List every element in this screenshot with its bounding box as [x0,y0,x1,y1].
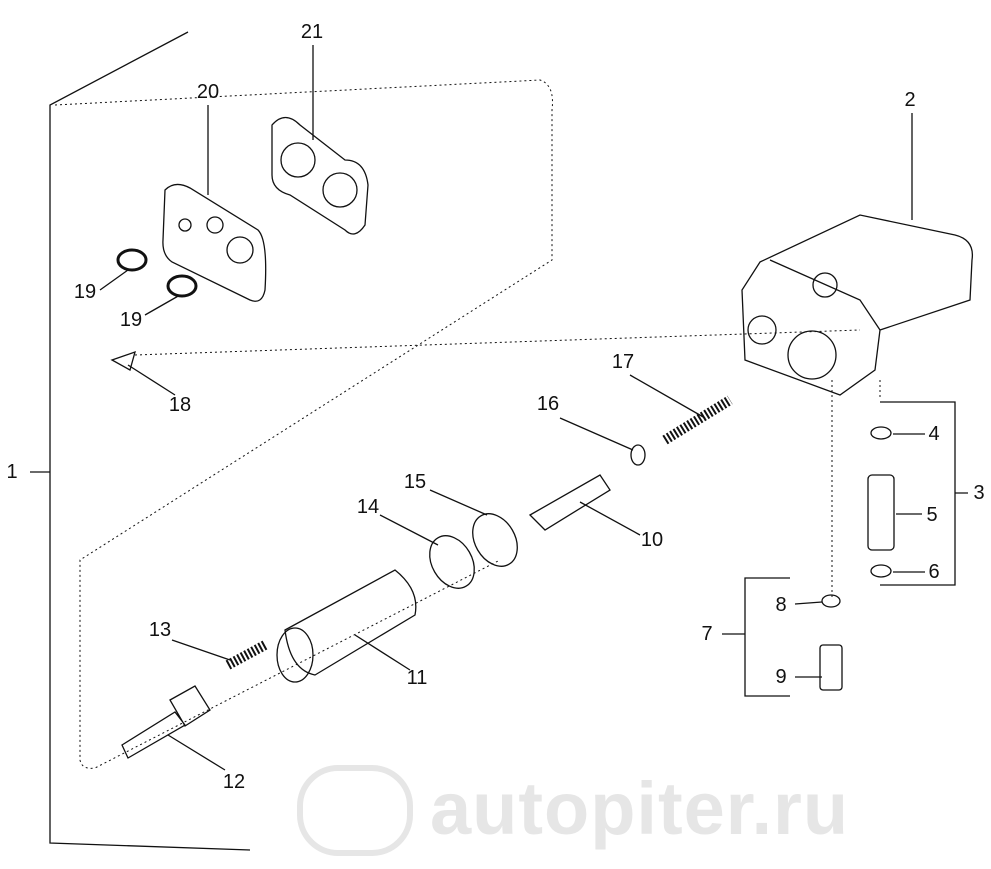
callout-21: 21 [300,21,324,43]
callout-8: 8 [775,594,787,616]
leader-lines [99,45,925,771]
valve-10 [528,474,611,531]
callout-14: 14 [356,496,380,518]
oring-4 [870,426,892,440]
callout-11: 11 [406,667,428,689]
callout-1: 1 [6,461,18,483]
fitting-9 [819,644,843,691]
seal-19a [116,248,148,272]
oring-15 [472,513,518,567]
ring-16 [630,444,646,466]
screw-18 [110,350,136,371]
oring-14 [429,535,475,589]
callout-18: 18 [168,394,192,416]
callout-9: 9 [775,666,787,688]
callout-7: 7 [701,623,713,645]
bracket-1 [30,31,251,851]
bracket-3 [880,401,968,586]
housing-2 [741,214,974,396]
plate-20 [162,183,267,302]
gasket-21 [271,116,369,235]
callout-5: 5 [926,504,938,526]
callout-17: 17 [611,351,635,373]
watermark: autopiter.ru [430,767,850,850]
callout-16: 16 [536,393,560,415]
callout-20: 20 [196,81,220,103]
callout-3: 3 [973,482,985,504]
oring-6 [870,564,892,578]
callout-10: 10 [640,529,664,551]
sleeve-11 [284,569,417,676]
spring-13 [225,640,268,670]
callout-12: 12 [222,771,246,793]
callout-4: 4 [928,423,940,445]
spring-17 [662,395,733,445]
callout-19a: 19 [73,281,97,303]
fitting-5 [867,474,895,551]
callout-6: 6 [928,561,940,583]
bracket-7 [722,577,790,697]
callout-13: 13 [148,619,172,641]
pin-12 [121,685,211,759]
watermark-logo [297,765,413,856]
oring-8 [821,594,841,608]
callout-2: 2 [904,89,916,111]
callout-19b: 19 [119,309,143,331]
seal-19b [166,274,198,298]
callout-15: 15 [403,471,427,493]
group-outline [54,79,553,769]
